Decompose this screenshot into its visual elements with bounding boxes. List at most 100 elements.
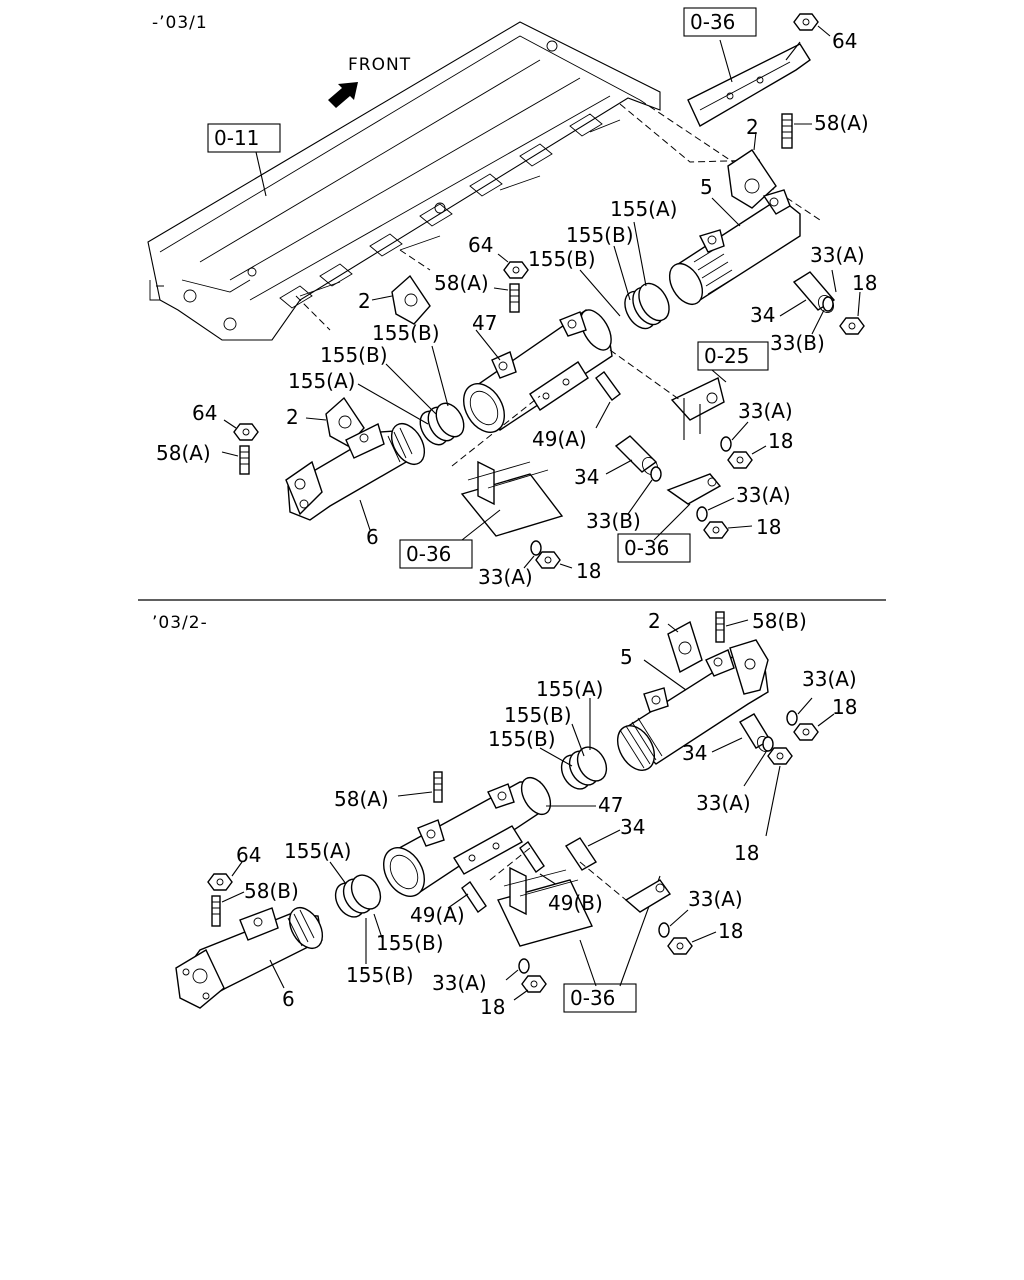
rings-155-bottom-right [539,698,608,790]
label-155a: 155(A) [610,197,677,221]
label-155b: 155(B) [346,963,414,987]
stud-58b-left [211,891,245,927]
ref-box-0-11: 0-11 [207,123,281,197]
pipe-6-bottom [175,907,324,1009]
svg-text:0-25: 0-25 [704,344,749,368]
label-33a: 33(A) [736,483,791,507]
label-33a: 33(A) [738,399,793,423]
pipe-6-top [285,423,426,531]
svg-text:0-36: 0-36 [624,536,669,560]
label-58b: 58(B) [752,609,807,633]
nut-18-lower [703,521,753,539]
nut-18-b1 [793,713,835,741]
label-155b: 155(B) [504,703,572,727]
nut-18-upper [839,291,865,335]
heat-shield-bracket-lower [451,395,564,541]
washer-33a-b2 [743,736,774,787]
svg-text:0-36: 0-36 [406,542,451,566]
label-58b: 58(B) [244,879,299,903]
pipe-5-top [668,189,801,305]
ref-box-0-36-left: 0-36 [399,539,473,569]
svg-text:0-36: 0-36 [570,986,615,1010]
label-49a: 49(A) [532,427,587,451]
label-34: 34 [620,815,645,839]
stud-58a-top [781,113,812,149]
label-58a: 58(A) [334,787,389,811]
label-18: 18 [480,995,505,1019]
cylinder-head-drawing [147,21,821,341]
washer-33a-mid [720,421,749,452]
stud-58b-bottom [715,611,749,643]
label-155b: 155(B) [566,223,634,247]
rings-155-bottom-left [329,861,383,964]
label-6: 6 [282,987,295,1011]
nut-64-top [793,13,831,37]
stud-58a-bottom [397,771,443,803]
label-2: 2 [358,289,371,313]
label-18: 18 [734,841,759,865]
label-18: 18 [768,429,793,453]
stud-49a-bottom [447,880,487,914]
washer-33b-lower [627,466,662,515]
rings-155-upper-right [579,221,670,330]
label-155b: 155(B) [320,343,388,367]
ref-box-0-36-top: 0-36 [683,7,757,37]
label-18: 18 [576,559,601,583]
nut-18-b4 [513,975,547,1001]
label-2: 2 [648,609,661,633]
label-64: 64 [468,233,493,257]
nut-18-bottom [535,551,573,569]
nut-18-b2 [765,747,793,837]
nut-64-bottom [207,861,243,891]
spacer-34-lower [605,435,658,475]
washer-33a-b4 [505,958,530,981]
label-34: 34 [574,465,599,489]
stud-49a-top [595,371,621,429]
label-33a: 33(A) [810,243,865,267]
label-155b: 155(B) [372,321,440,345]
pipe-47-bottom [383,776,596,897]
stud-58a-mid [493,283,520,313]
label-58a: 58(A) [434,271,489,295]
washer-33a-b3 [658,909,689,938]
label-5: 5 [620,645,633,669]
stud-58a-left [221,445,250,475]
label-49b: 49(B) [548,891,603,915]
label-33b: 33(B) [770,331,825,355]
nut-64-mid [497,253,529,279]
label-155b: 155(B) [488,727,556,751]
bracket-small-bottom [579,861,672,913]
label-47: 47 [472,311,497,335]
label-155b: 155(B) [528,247,596,271]
section-bottom: ’03/2- [152,609,857,1019]
ref-box-0-25: 0-25 [697,341,769,371]
label-64: 64 [832,29,857,53]
label-33a: 33(A) [688,887,743,911]
label-155a: 155(A) [288,369,355,393]
gasket-2-mid [371,274,431,325]
label-64: 64 [192,401,217,425]
label-58a: 58(A) [814,111,869,135]
nut-18-b3 [667,931,717,955]
label-33a: 33(A) [802,667,857,691]
label-155a: 155(A) [284,839,351,863]
label-49a: 49(A) [410,903,465,927]
ref-box-0-36-bottom: 0-36 [563,983,637,1013]
svg-text:0-36: 0-36 [690,10,735,34]
washer-33-upper [811,269,837,335]
front-indicator: FRONT [328,55,411,108]
washer-33a-bottom [523,540,542,569]
heat-shield-bracket-bottom [489,847,661,987]
svg-text:0-11: 0-11 [214,126,259,150]
pipe-47-top [463,309,613,433]
label-2: 2 [286,405,299,429]
label-18: 18 [852,271,877,295]
front-label: FRONT [348,55,411,75]
washer-33a-lower [696,497,735,522]
washer-33a-b1 [786,697,813,726]
label-2: 2 [746,115,759,139]
label-18: 18 [756,515,781,539]
label-155b: 155(B) [376,931,444,955]
label-5: 5 [700,175,713,199]
